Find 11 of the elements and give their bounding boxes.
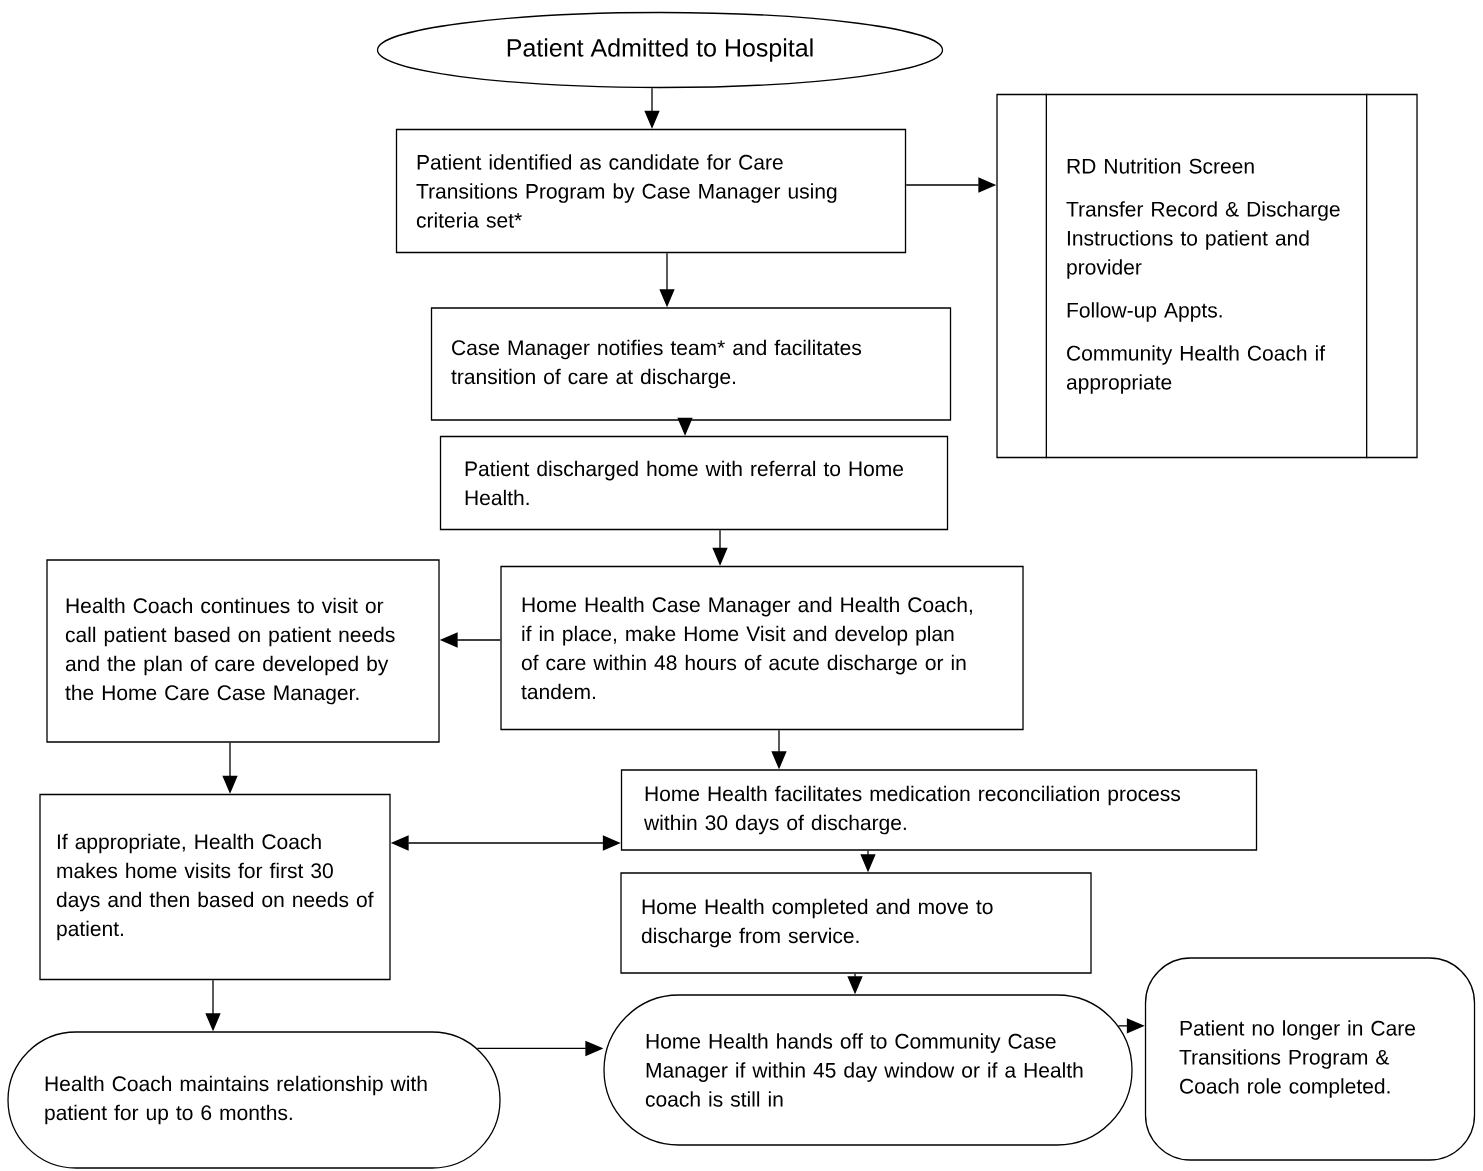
process-box: Patient discharged home with referral to Home Health. xyxy=(439,435,949,531)
process-box: Case Manager notifies team* and facilitates transition of care at discharge. xyxy=(430,307,952,421)
process-box: Home Health facilitates medication reconciliation process within 30 days of discharge. xyxy=(620,769,1258,851)
process-box: Patient identified as candidate for Care Transitions Program by Case Manager using criteria set* xyxy=(395,128,907,254)
process-box: Health Coach continues to visit or call patient based on patient needs and the plan of care developed by the Home Care Case Manager. xyxy=(46,559,440,743)
start-oval: Patient Admitted to Hospital xyxy=(376,11,944,89)
predefined-process-box: RD Nutrition Screen Transfer Record & Discharge Instructions to patient and provider Follow-up Appts. Community Health Coach if appropriate xyxy=(996,93,1418,459)
process-box: Home Health Case Manager and Health Coach, if in place, make Home Visit and develop plan of care within 48 hours of acute discharge or in tandem. xyxy=(500,565,1024,731)
process-box: Home Health completed and move to discharge from service. xyxy=(620,872,1092,974)
process-box: If appropriate, Health Coach makes home visits for first 30 days and then based on needs of patient. xyxy=(39,793,391,981)
end-rounded-box: Patient no longer in Care Transitions Program & Coach role completed. xyxy=(1144,957,1476,1161)
